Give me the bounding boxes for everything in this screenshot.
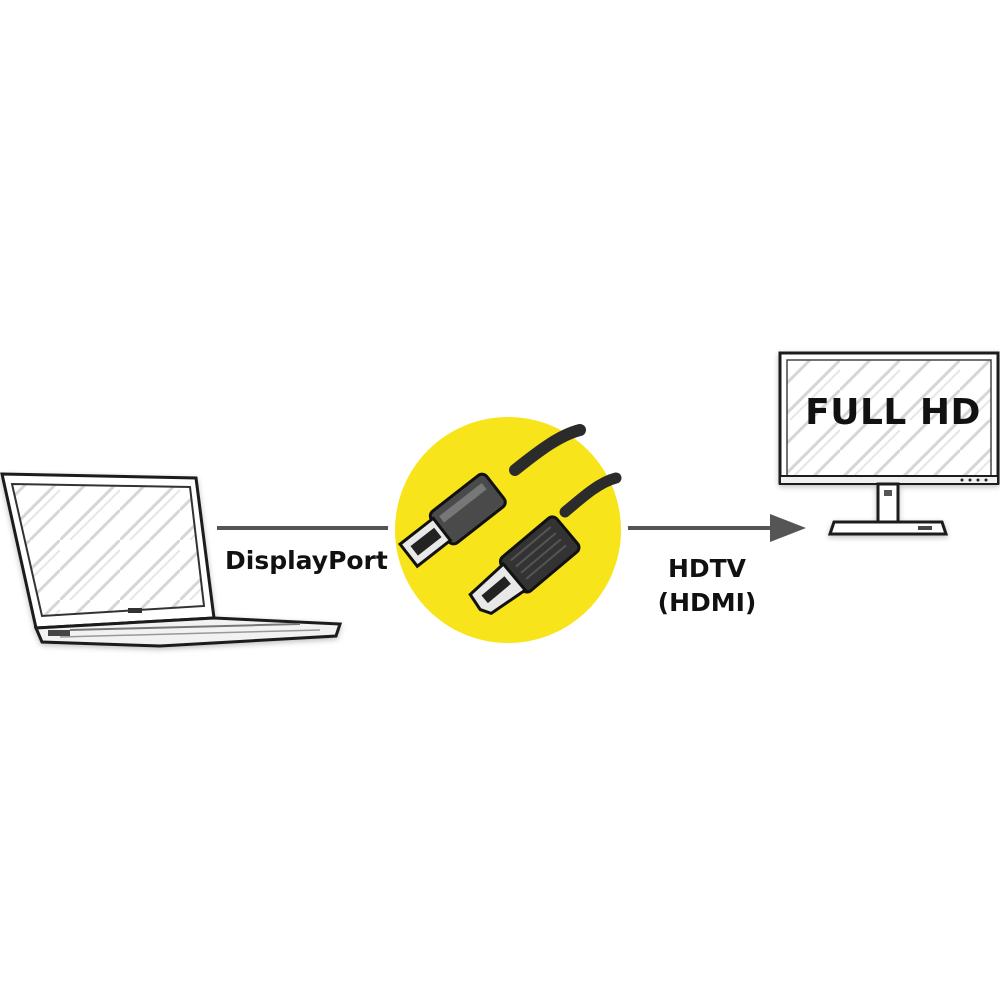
displayport-to-hdmi-cable-icon — [388, 410, 628, 650]
monitor-icon — [778, 351, 1000, 536]
target-port-label: HDTV (HDMI) — [652, 552, 762, 620]
target-port-label-line2: (HDMI) — [657, 588, 757, 617]
arrow-right-icon — [770, 514, 806, 542]
monitor-screen-text: FULL HD — [805, 392, 981, 433]
laptop-icon — [0, 472, 343, 648]
target-port-label-line1: HDTV — [667, 554, 747, 583]
source-port-label: DisplayPort — [225, 546, 388, 575]
